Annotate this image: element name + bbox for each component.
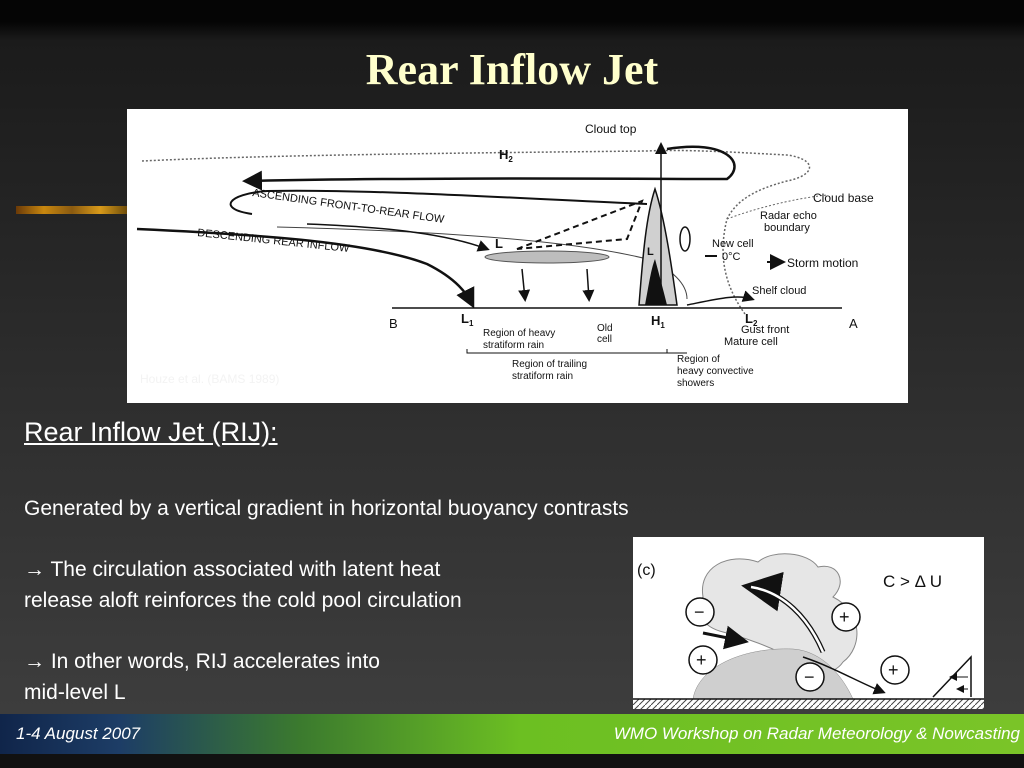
cloud-outline (141, 149, 810, 315)
ground-hatch (633, 699, 984, 709)
cold-pool-svg: (c) C > Δ U − + + − + (633, 553, 984, 709)
footer-bar: 1-4 August 2007 WMO Workshop on Radar Me… (0, 714, 1024, 754)
label-shelf-cloud: Shelf cloud (752, 285, 806, 297)
squall-line-diagram: Cloud top Cloud base Radar echo boundary… (127, 109, 908, 403)
condition-label: C > Δ U (883, 572, 942, 591)
label-l-cell: L (647, 246, 654, 258)
label-l2: L2 (745, 311, 758, 328)
label-radar-echo-1: Radar echo (760, 210, 817, 222)
label-h2: H2 (499, 147, 513, 164)
vorticity-minus-upper-left: − (685, 597, 715, 627)
label-new-cell: New cell (712, 238, 754, 250)
paragraph-latent-heat-line1: → The circulation associated with latent… (24, 558, 441, 581)
label-convective-1: Region of (677, 354, 720, 365)
panel-label: (c) (637, 562, 656, 579)
label-cloud-base: Cloud base (813, 191, 874, 205)
label-descending-flow: DESCENDING REAR INFLOW (197, 227, 351, 255)
label-l-mid: L (495, 236, 503, 251)
paragraph-latent-heat-line2: release aloft reinforces the cold pool c… (24, 589, 462, 612)
label-zero-c: 0°C (722, 251, 741, 263)
bracket-convective (666, 349, 687, 354)
label-trailing-1: Region of trailing (512, 359, 587, 370)
stratiform-rain-region (484, 250, 610, 264)
vorticity-plus-upper-right: + (831, 602, 861, 632)
updraft-curve-inner (750, 585, 825, 653)
label-trailing-2: stratiform rain (512, 371, 573, 382)
radar-echo-boundary (276, 226, 688, 300)
label-heavy-strat-1: Region of heavy (483, 328, 555, 339)
svg-text:−: − (694, 602, 705, 622)
cold-pool-outflow (802, 656, 886, 695)
top-band (0, 0, 1024, 22)
label-convective-2: heavy convective (677, 366, 754, 377)
svg-text:+: + (839, 607, 850, 627)
svg-text:+: + (888, 660, 899, 680)
label-l1: L1 (461, 311, 474, 328)
vorticity-plus-lower-left: + (688, 645, 718, 675)
bottom-band (0, 754, 1024, 768)
label-storm-motion: Storm motion (787, 256, 858, 270)
label-mature-cell: Mature cell (724, 336, 778, 348)
svg-text:−: − (804, 667, 815, 687)
label-radar-echo-2: boundary (764, 222, 810, 234)
rear-inflow-arrow (702, 625, 749, 650)
vorticity-plus-lower-right: + (880, 655, 910, 685)
paragraph-latent-heat: → The circulation associated with latent… (24, 554, 462, 616)
label-old-cell-1: Old (597, 323, 613, 334)
dashed-circulation (516, 199, 644, 250)
new-cell-symbol (679, 226, 691, 252)
label-heavy-strat-2: stratiform rain (483, 340, 544, 351)
squall-line-svg: Cloud top Cloud base Radar echo boundary… (136, 122, 874, 389)
wind-shear-profile (932, 655, 972, 698)
footer-date: 1-4 August 2007 (16, 724, 141, 743)
downdraft-arrow-2 (582, 268, 595, 302)
rear-inflow-lower (306, 223, 490, 252)
decorative-accent-line (16, 206, 128, 214)
section-heading: Rear Inflow Jet (RIJ): (24, 417, 278, 447)
slide-title: Rear Inflow Jet (365, 45, 659, 94)
label-convective-3: showers (677, 378, 714, 389)
paragraph-buoyancy-text: Generated by a vertical gradient in hori… (24, 497, 629, 520)
svg-text:+: + (696, 650, 707, 670)
label-cloud-top: Cloud top (585, 122, 637, 136)
front-to-rear-flow-mid (229, 189, 648, 215)
paragraph-rij-line2: mid-level L (24, 681, 126, 704)
convective-tower (638, 186, 678, 306)
paragraph-buoyancy: Generated by a vertical gradient in hori… (24, 493, 629, 524)
cloud-base-line (726, 194, 828, 220)
label-gust-front: Gust front (741, 324, 789, 336)
label-b: B (389, 316, 398, 331)
label-old-cell-2: cell (597, 334, 612, 345)
rear-inflow-descending (136, 227, 475, 309)
paragraph-rij-accelerates: → In other words, RIJ accelerates into m… (24, 646, 380, 708)
vorticity-minus-lower-mid: − (795, 662, 825, 692)
footer-workshop: WMO Workshop on Radar Meteorology & Nowc… (613, 724, 1020, 743)
label-a: A (849, 316, 858, 331)
cold-pool-circulation-diagram: (c) C > Δ U − + + − + (633, 537, 984, 709)
gust-front-outflow (686, 290, 755, 306)
diagram-credit: Houze et al. (BAMS 1989) (140, 372, 280, 386)
paragraph-rij-line1: → In other words, RIJ accelerates into (24, 650, 380, 673)
downdraft-arrow-1 (518, 268, 531, 302)
label-h1: H1 (651, 313, 665, 330)
